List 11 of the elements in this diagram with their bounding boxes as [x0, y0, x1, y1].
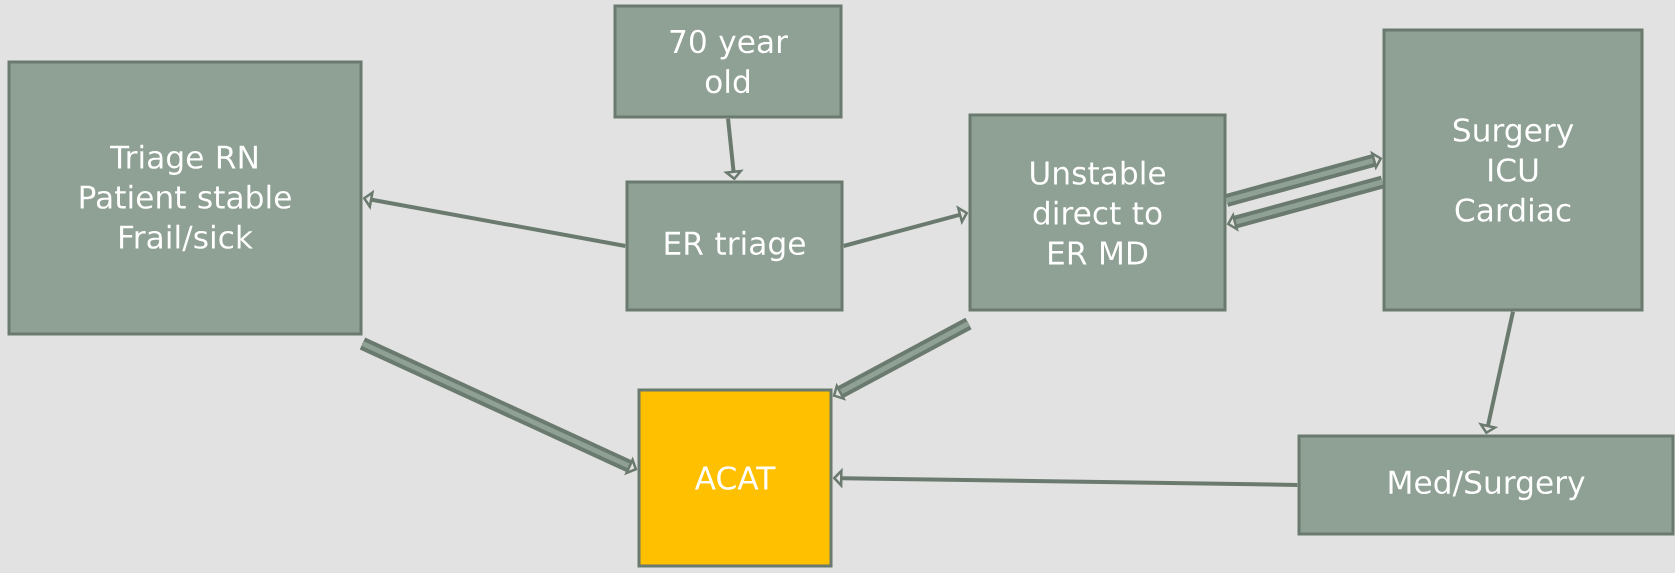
arrow: [843, 205, 969, 248]
process-box: Med/Surgery: [1297, 434, 1675, 536]
process-box: Unstable direct to ER MD: [968, 113, 1227, 312]
process-box: 70 year old: [613, 4, 843, 119]
arrow: [832, 317, 972, 401]
process-box: Surgery ICU Cardiac: [1382, 28, 1644, 312]
arrow: [1226, 175, 1385, 232]
process-box: ER triage: [625, 180, 844, 312]
process-box: Triage RN Patient stable Frail/sick: [7, 60, 363, 336]
arrow: [1224, 150, 1383, 207]
process-box: ACAT: [637, 388, 833, 568]
